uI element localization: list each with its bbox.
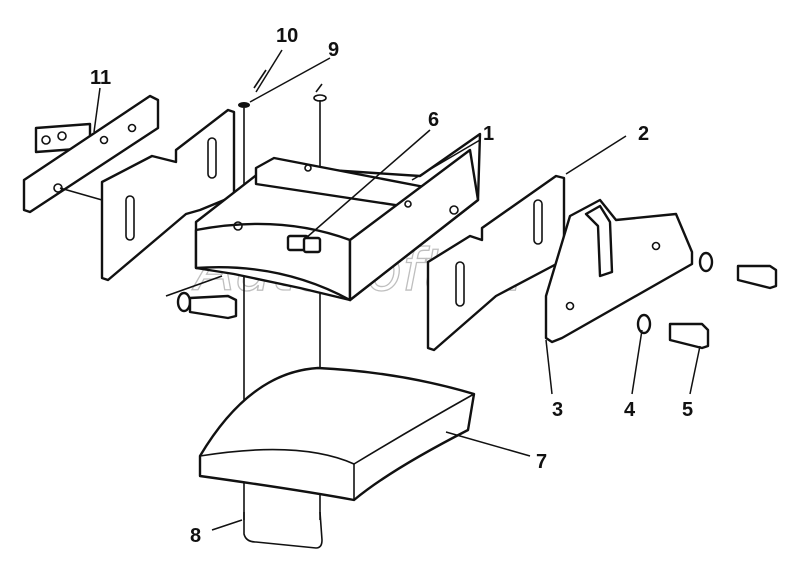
callout-9: 9 [328, 39, 339, 61]
part-2-right-slotted-plate [426, 174, 566, 352]
part-9-10-stud-tops [238, 69, 327, 108]
part-5-bolts [668, 264, 778, 350]
callout-4: 4 [624, 399, 636, 421]
callout-labels: 1 2 3 4 5 6 7 8 9 10 11 [90, 25, 693, 547]
left-slotted-plate [59, 108, 236, 282]
callout-5: 5 [682, 399, 693, 421]
callout-8: 8 [190, 525, 201, 547]
callout-7: 7 [536, 451, 547, 473]
part-4-washers [636, 251, 714, 335]
part-7-seat-cushion [198, 366, 476, 502]
callout-6: 6 [428, 109, 439, 131]
part-3-right-angle-bracket [544, 198, 694, 344]
callout-1: 1 [483, 123, 494, 145]
part-6-nut [286, 234, 322, 254]
callout-10: 10 [276, 25, 298, 47]
callout-3: 3 [552, 399, 563, 421]
part-11-left-mounting-plate [22, 94, 160, 214]
part-8-u-bolt [243, 511, 323, 549]
callout-2: 2 [638, 123, 649, 145]
left-bolt-washer [165, 275, 238, 320]
callout-11: 11 [90, 67, 111, 89]
leader-lines [93, 49, 701, 531]
part-1-saddle-frame [194, 132, 482, 302]
